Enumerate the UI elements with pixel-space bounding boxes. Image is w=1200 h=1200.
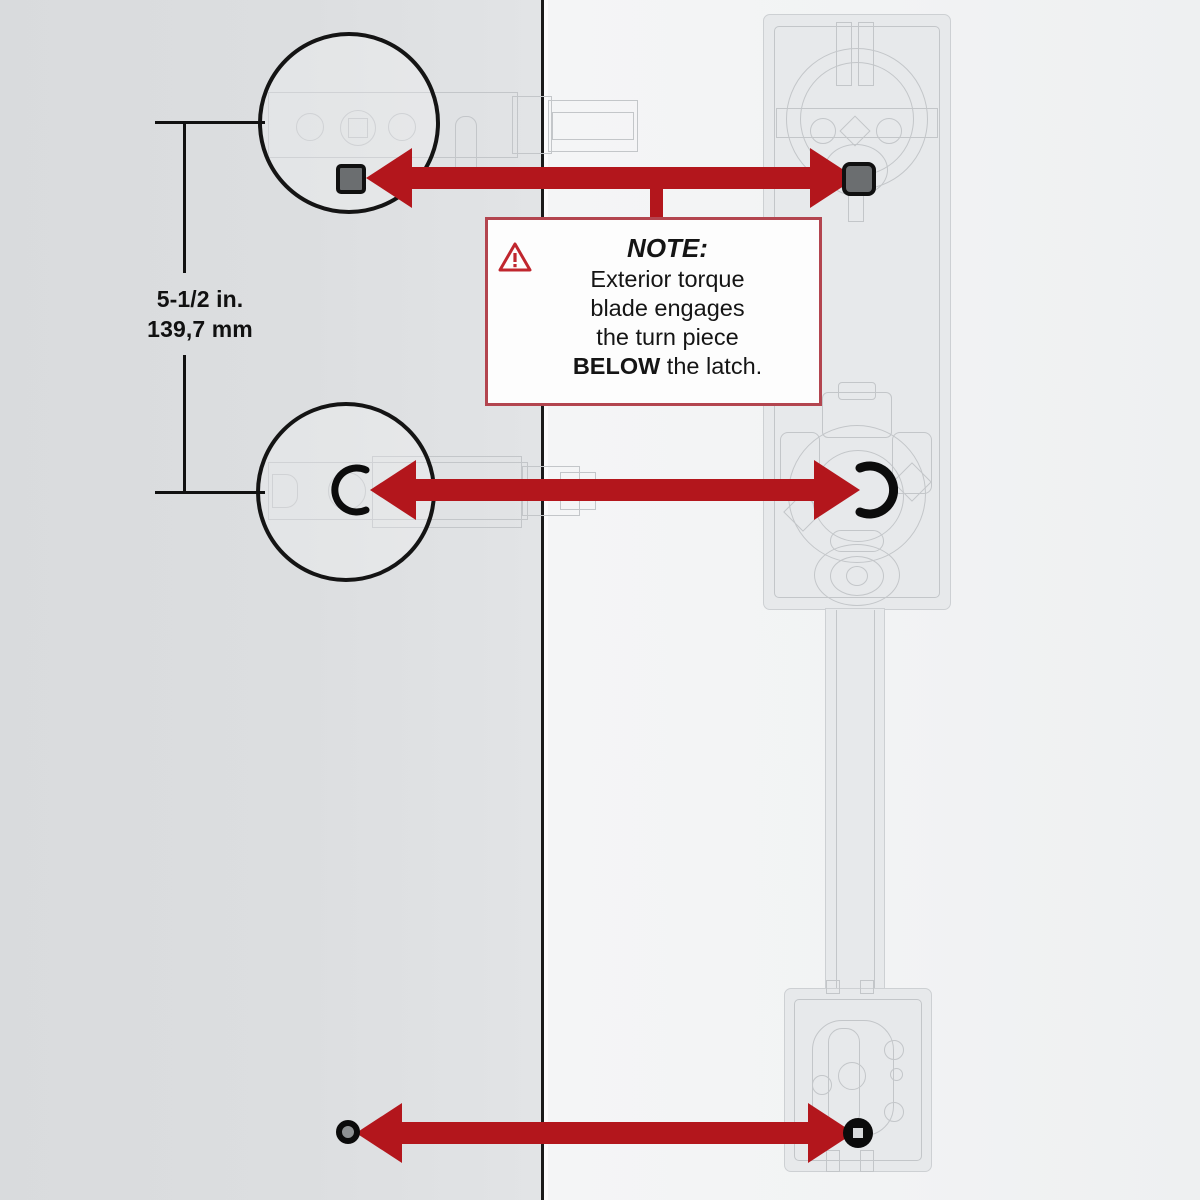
- callout-arrow-middle-bar: [404, 479, 828, 501]
- upper-lock-stem-left: [836, 22, 852, 86]
- dimension-imperial: 5-1/2 in.: [156, 286, 244, 312]
- warning-triangle-icon: [498, 242, 532, 272]
- note-line-1: Exterior torque: [590, 266, 745, 293]
- note-line-3: the turn piece: [596, 324, 739, 351]
- exterior-spindle-upper: [548, 100, 638, 152]
- lower-strike-tab-top-left: [826, 980, 840, 994]
- callout-arrow-bottom-head-left: [356, 1103, 402, 1163]
- lower-strike-tab-top-right: [860, 980, 874, 994]
- lower-strike-pivot: [838, 1062, 866, 1090]
- callout-arrow-bottom-bar: [390, 1122, 822, 1144]
- dimension-metric: 139,7 mm: [147, 316, 253, 343]
- dimension-tick-bottom: [155, 491, 265, 494]
- lower-lock-cylinder-ring-inner: [830, 556, 884, 596]
- note-callout-box: NOTE: Exterior torque blade engages the …: [485, 217, 822, 406]
- callout-arrow-top-stem-to-note: [650, 167, 663, 221]
- note-line-2: blade engages: [590, 295, 745, 322]
- note-title: NOTE:: [627, 233, 708, 263]
- upper-lock-stem-right: [858, 22, 874, 86]
- lower-strike-screw-left: [812, 1075, 832, 1095]
- lower-lock-right-lobe: [892, 432, 932, 494]
- connecting-rod-groove-right: [874, 610, 875, 992]
- door-edge-highlight: [544, 0, 548, 1200]
- upper-lock-screw-hole-right: [876, 118, 902, 144]
- dimension-tick-top: [155, 121, 265, 124]
- turn-piece-marker-detail: [331, 464, 370, 516]
- connecting-rod: [825, 608, 885, 994]
- lower-lock-top-tab: [838, 382, 876, 400]
- lower-strike-tab-bottom-right: [860, 1150, 874, 1172]
- door-face-left-panel: [0, 0, 543, 1200]
- exterior-trim-upper-extension: [512, 96, 552, 154]
- exterior-spindle-upper-tip: [552, 112, 634, 140]
- dimension-line-lower: [183, 355, 186, 493]
- note-text-block: NOTE: Exterior torque blade engages the …: [526, 232, 809, 381]
- callout-arrow-middle-head-right: [814, 460, 860, 520]
- lower-strike-screw-mid-right: [890, 1068, 903, 1081]
- callout-arrow-top-bar: [400, 167, 824, 189]
- callout-arrow-middle-head-left: [370, 460, 416, 520]
- alignment-marker-bottom-left: [336, 1120, 360, 1144]
- lower-lock-cylinder-ring-outer: [814, 544, 900, 606]
- turn-piece-marker-hub: [855, 461, 898, 519]
- callout-arrow-top-head-left: [366, 148, 412, 208]
- note-line-4-emphasis: BELOW: [572, 353, 661, 380]
- upper-lock-crossbar: [776, 108, 938, 138]
- alignment-marker-hub-upper: [842, 162, 876, 196]
- lower-strike-screw-bottom-right: [884, 1102, 904, 1122]
- alignment-marker-detail-upper: [336, 164, 366, 194]
- lower-lock-cylinder-core: [846, 566, 868, 586]
- alignment-marker-bottom-strike: [843, 1118, 873, 1148]
- dimension-label: 5-1/2 in. 139,7 mm: [110, 284, 290, 345]
- lower-lock-top-cap: [822, 392, 892, 438]
- note-line-4-rest: the latch.: [660, 353, 763, 380]
- lower-strike-plate-inner-border: [794, 999, 922, 1161]
- dimension-line-upper: [183, 121, 186, 273]
- door-edge-line: [541, 0, 544, 1200]
- lower-strike-screw-top-right: [884, 1040, 904, 1060]
- upper-lock-screw-hole-left: [810, 118, 836, 144]
- connecting-rod-groove-left: [836, 610, 837, 992]
